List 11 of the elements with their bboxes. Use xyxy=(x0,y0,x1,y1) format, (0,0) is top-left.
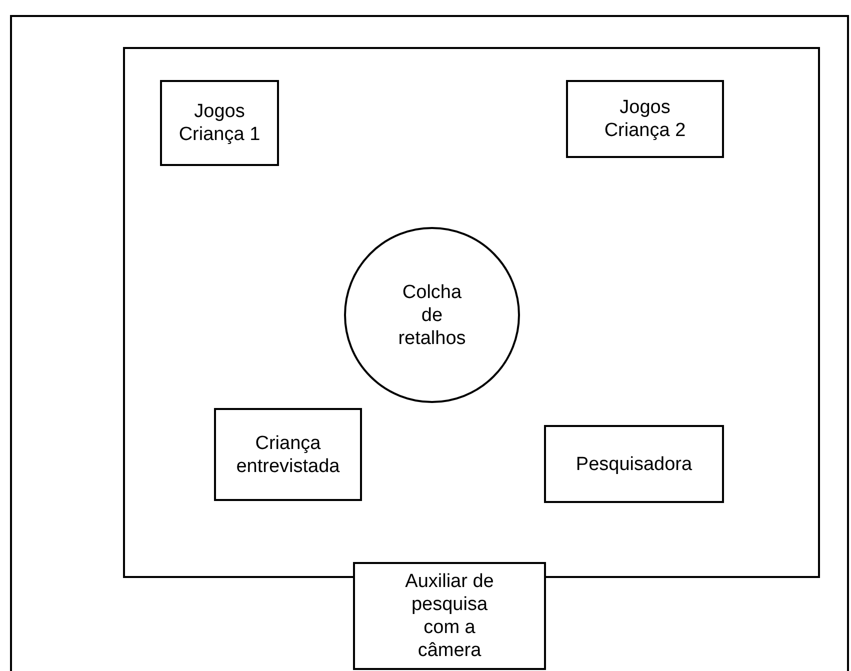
camera-assistant-box xyxy=(353,562,546,670)
node-label: Pesquisadora xyxy=(576,452,692,476)
node-label: Auxiliar de pesquisa com a câmera xyxy=(404,570,495,662)
researcher-box xyxy=(544,425,724,503)
node-label: Colcha de retalhos xyxy=(397,280,467,350)
node-label: Jogos Criança 2 xyxy=(603,96,687,142)
node-label: Criança entrevistada xyxy=(235,432,341,478)
child-box xyxy=(214,408,362,501)
game-box xyxy=(160,80,279,166)
game-box xyxy=(566,80,724,158)
node-label: Jogos Criança 1 xyxy=(178,100,262,146)
